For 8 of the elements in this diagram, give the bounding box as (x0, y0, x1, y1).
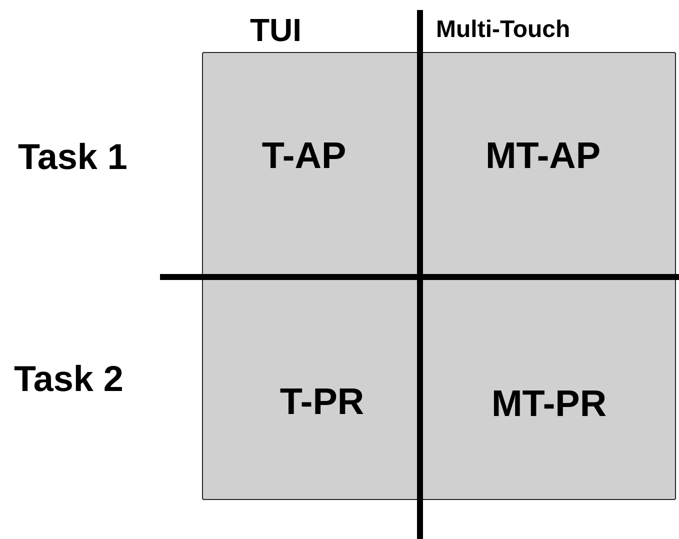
row-header: Task 1 (18, 136, 128, 178)
quadrant-label: T-AP (262, 134, 346, 176)
quadrant-label: MT-AP (485, 134, 601, 176)
row-header: Task 2 (14, 358, 124, 400)
quadrant-label: MT-PR (491, 382, 607, 424)
column-header: TUI (250, 12, 302, 49)
quadrant-label: T-PR (280, 380, 364, 422)
column-header: Multi-Touch (436, 16, 570, 44)
